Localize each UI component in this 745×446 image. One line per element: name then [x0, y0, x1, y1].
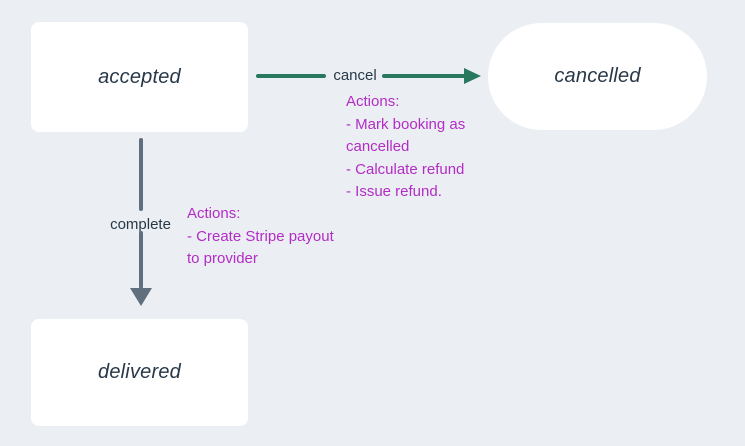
- state-label-cancelled: cancelled: [554, 65, 641, 87]
- cancel-transition-label: cancel: [333, 67, 377, 84]
- state-node-delivered: delivered: [31, 319, 248, 426]
- complete-arrow-line-top: [139, 138, 143, 211]
- cancel-actions-text: Actions: - Mark booking as cancelled - C…: [346, 93, 466, 200]
- state-node-cancelled: cancelled: [488, 23, 707, 130]
- state-label-accepted: accepted: [98, 65, 181, 88]
- arrowhead-down-icon: [130, 288, 152, 306]
- state-node-accepted: accepted: [31, 22, 248, 132]
- complete-transition-label: complete: [110, 216, 171, 233]
- cancel-arrow-line-left: [256, 74, 326, 78]
- cancel-arrow-line-right: [382, 74, 466, 78]
- complete-actions-text: Actions: - Create Stripe payout to provi…: [187, 205, 334, 267]
- state-label-delivered: delivered: [98, 361, 181, 383]
- complete-arrow-line-bottom: [139, 231, 143, 289]
- arrowhead-right-icon: [464, 68, 481, 84]
